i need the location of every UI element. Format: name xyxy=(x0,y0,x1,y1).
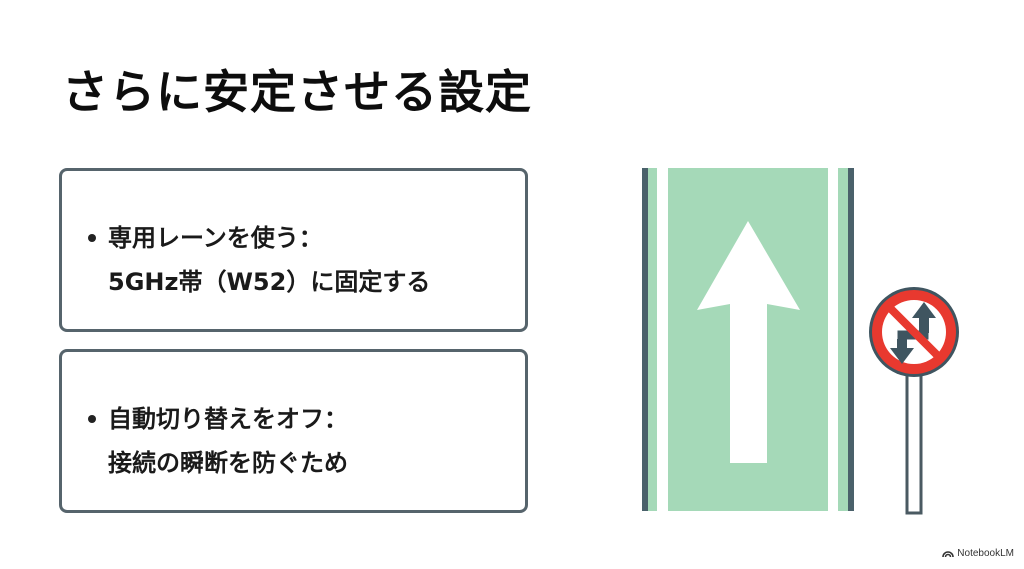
bullet-icon xyxy=(88,415,96,423)
road-lane-up-arrow-icon xyxy=(640,168,855,513)
slide-title: さらに安定させる設定 xyxy=(62,65,532,119)
watermark-label: NotebookLM xyxy=(957,548,1014,559)
notebooklm-watermark: NotebookLM xyxy=(942,548,1014,559)
notebooklm-logo-icon xyxy=(942,551,955,558)
bullet-text: 自動切り替えをオフ： xyxy=(108,405,348,433)
no-lane-change-sign-icon xyxy=(864,285,964,517)
tip-card-dedicated-lane: 専用レーンを使う： 5GHz帯（W52）に固定する xyxy=(59,168,528,332)
tip-card-auto-switch-off: 自動切り替えをオフ： 接続の瞬断を防ぐため xyxy=(59,349,528,513)
bullet-text: 専用レーンを使う： xyxy=(108,224,323,252)
card-body: 専用レーンを使う： 5GHz帯（W52）に固定する xyxy=(84,216,430,304)
bullet-line: 専用レーンを使う： xyxy=(84,216,430,260)
bullet-detail: 5GHz帯（W52）に固定する xyxy=(108,268,431,296)
bullet-icon xyxy=(88,234,96,242)
card-body: 自動切り替えをオフ： 接続の瞬断を防ぐため xyxy=(84,397,348,485)
bullet-detail: 接続の瞬断を防ぐため xyxy=(108,449,348,477)
bullet-line: 自動切り替えをオフ： xyxy=(84,397,348,441)
